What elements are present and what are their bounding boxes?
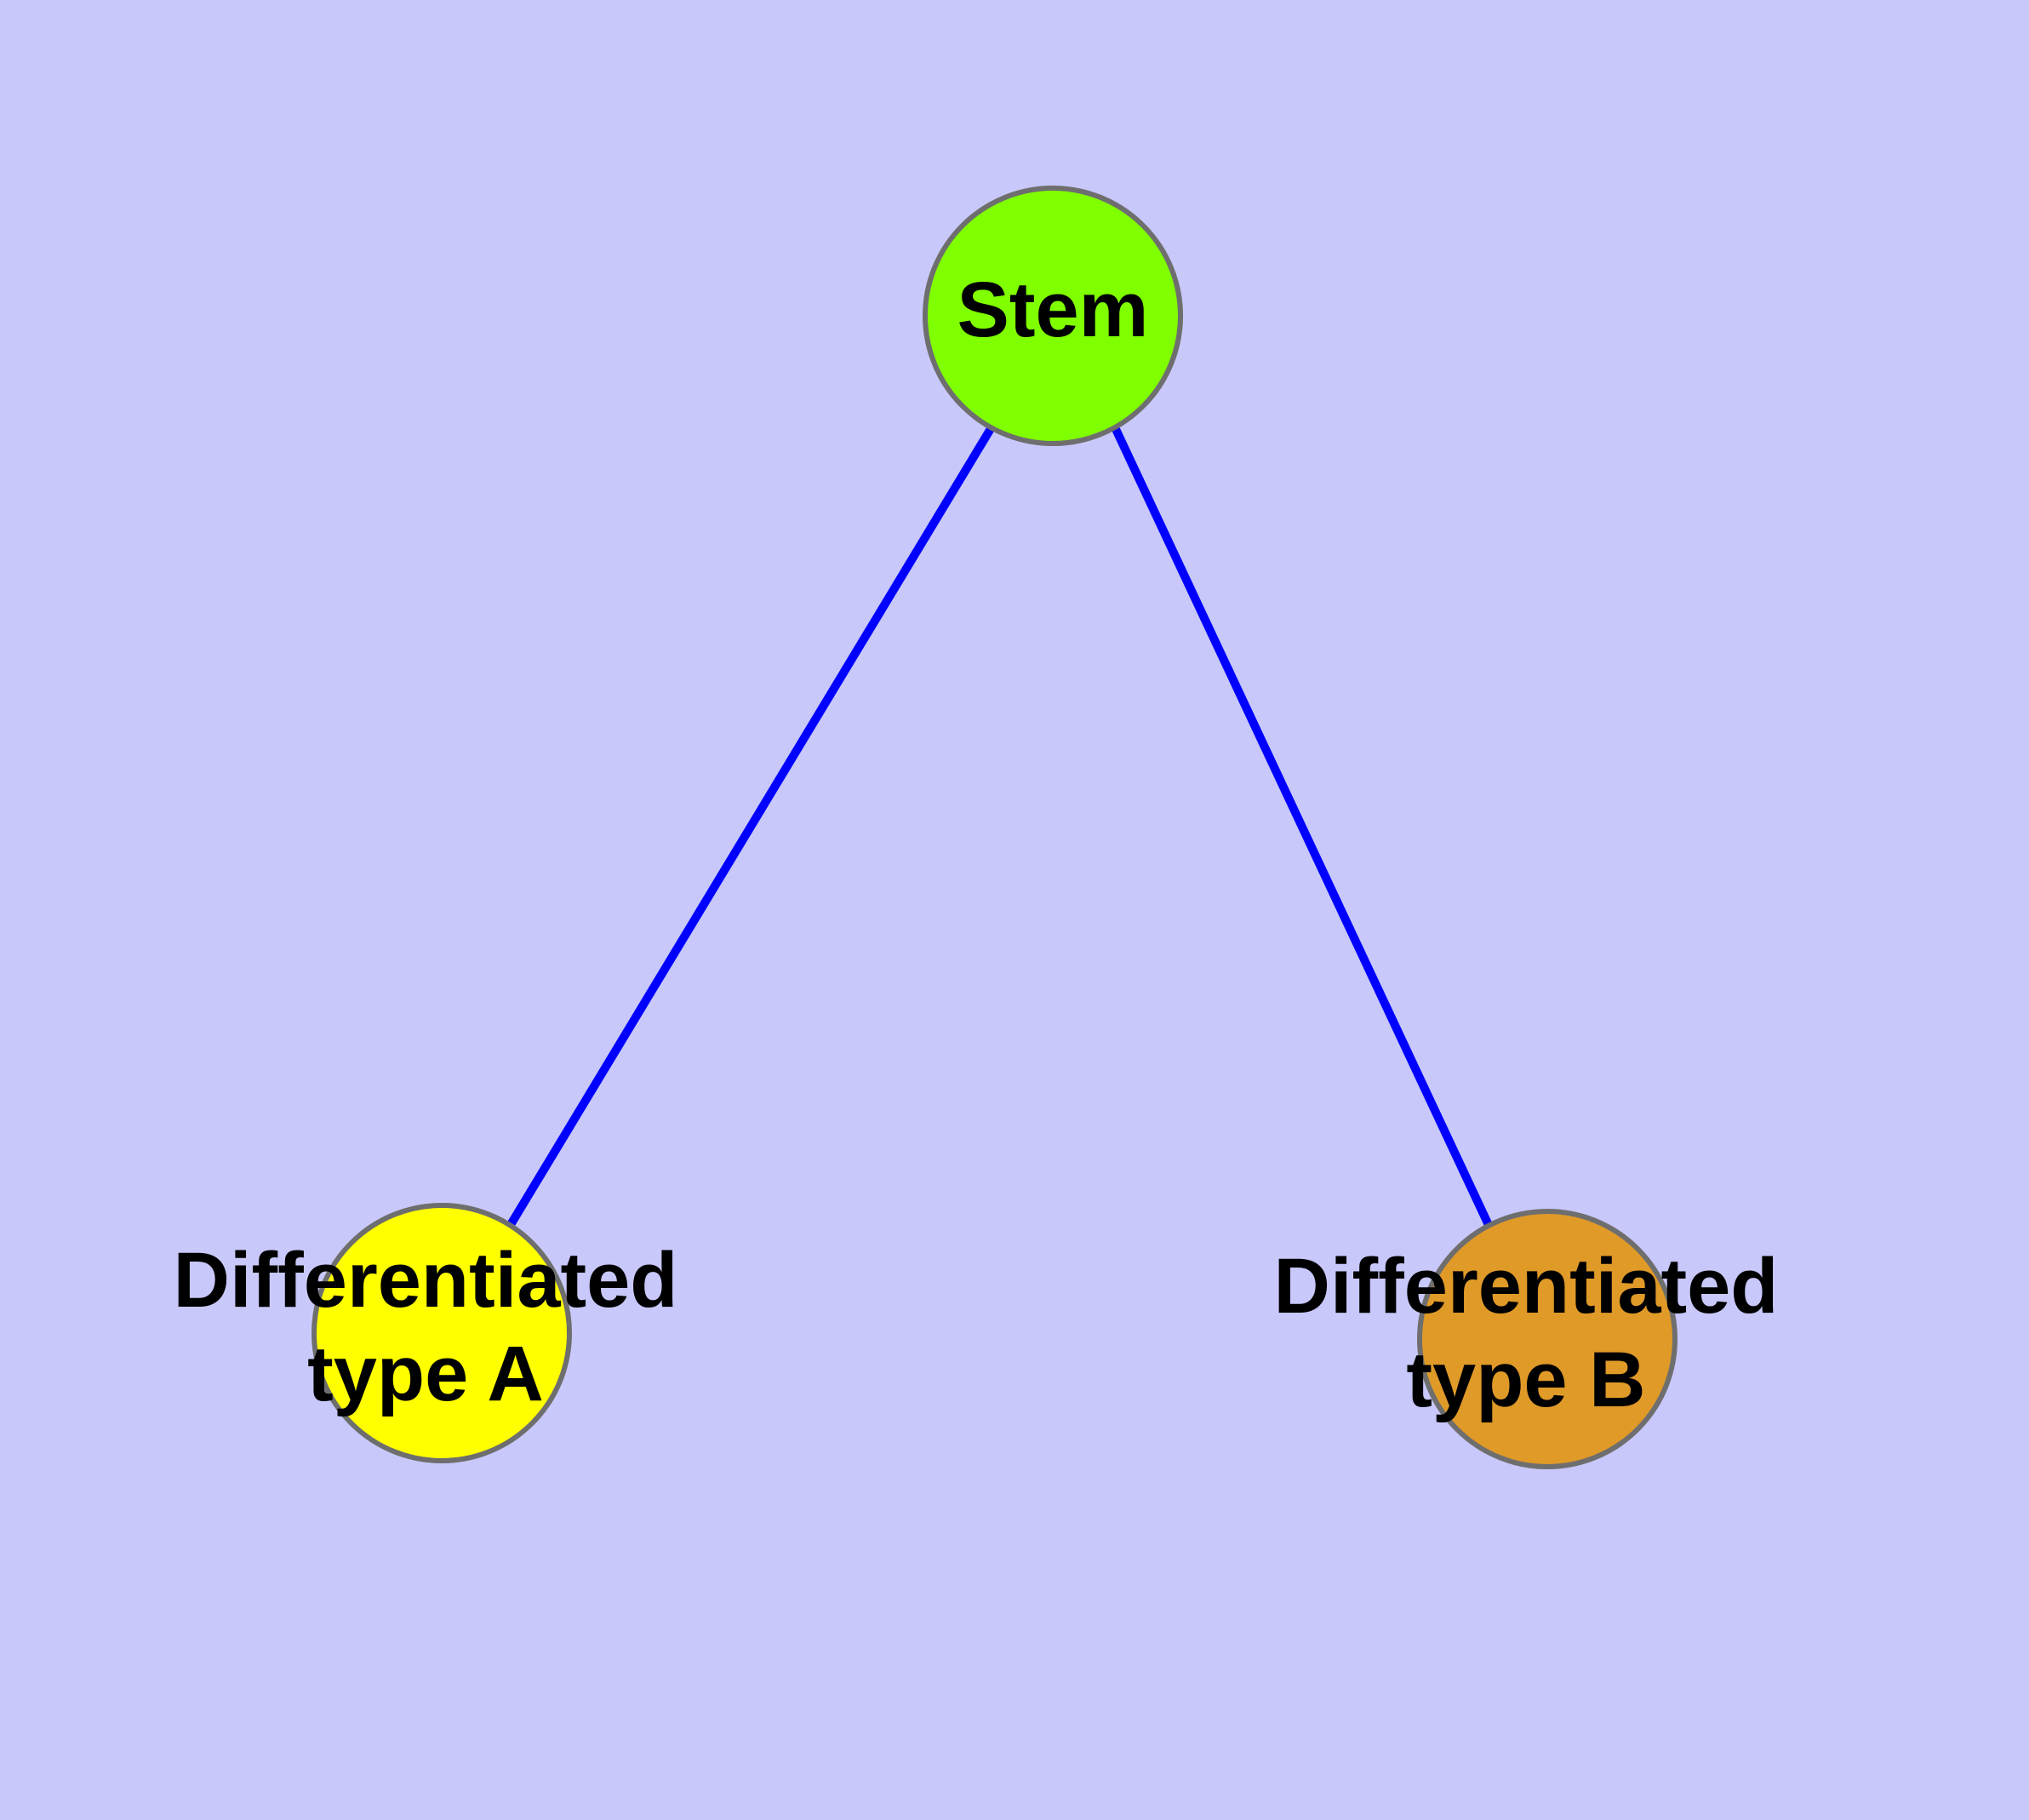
node-label-line: type B bbox=[1406, 1336, 1645, 1423]
node-label-line: Stem bbox=[957, 266, 1149, 353]
node-label-line: Differentiated bbox=[174, 1237, 678, 1324]
graph-node-stem[interactable]: Stem bbox=[923, 186, 1183, 446]
node-circle-stem[interactable] bbox=[923, 186, 1183, 446]
graph-edge-stem-to-diff_b[interactable] bbox=[1111, 425, 1493, 1228]
node-circle-diff_a[interactable] bbox=[311, 1203, 572, 1463]
node-label-line: Differentiated bbox=[1274, 1243, 1779, 1330]
edges-layer bbox=[507, 425, 1493, 1228]
graph-edge-stem-to-diff_a[interactable] bbox=[507, 425, 996, 1226]
node-label-stem: Stem bbox=[957, 266, 1149, 353]
node-circle-diff_b[interactable] bbox=[1417, 1209, 1677, 1469]
node-label-line: type A bbox=[307, 1331, 544, 1417]
